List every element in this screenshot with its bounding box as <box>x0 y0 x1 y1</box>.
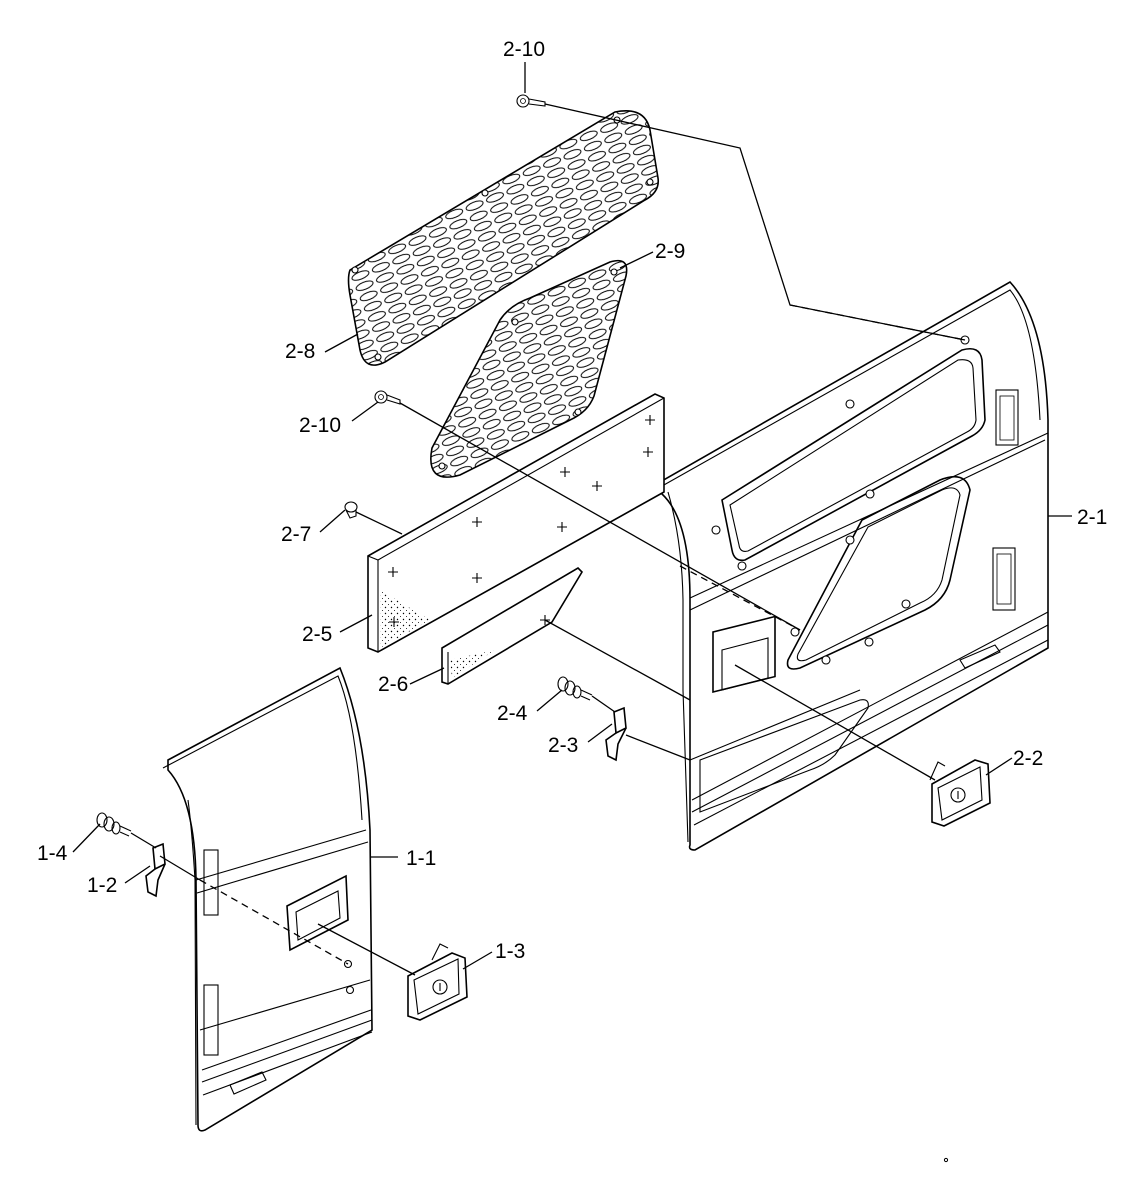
bolt-front <box>96 812 132 837</box>
callout-2-3: 2-3 <box>548 734 578 757</box>
bracket-rear <box>605 706 627 762</box>
callout-2-5: 2-5 <box>302 623 332 646</box>
door-handle-front <box>407 943 468 1021</box>
callout-2-6: 2-6 <box>378 673 408 696</box>
callout-1-3: 1-3 <box>495 940 525 963</box>
callout-1-4: 1-4 <box>37 842 68 865</box>
insulation-pad-small <box>441 566 584 685</box>
callout-labels: 2-10 2-9 2-8 2-10 2-7 2-5 2-6 2-4 2-3 2-… <box>37 38 1107 963</box>
insulation-pad-large <box>367 393 665 653</box>
bolt-rear <box>557 676 593 701</box>
vent-grille-large <box>347 110 660 366</box>
door-handle-rear <box>929 759 991 827</box>
callout-2-10-top: 2-10 <box>503 38 545 61</box>
callout-2-1: 2-1 <box>1077 506 1107 529</box>
assembly-lines <box>130 103 966 976</box>
callout-2-4: 2-4 <box>497 702 528 725</box>
stray-mark <box>943 1157 949 1163</box>
screw-top <box>516 94 546 108</box>
callout-leaders <box>72 62 1072 970</box>
callout-2-8: 2-8 <box>285 340 315 363</box>
bracket-front <box>145 842 166 898</box>
vent-grille-diagonal <box>430 259 628 478</box>
callout-2-2: 2-2 <box>1013 747 1043 770</box>
rear-door-panel <box>654 280 1049 851</box>
hinge-icon <box>992 389 1019 611</box>
callout-2-10-mid: 2-10 <box>299 414 341 437</box>
callout-2-9: 2-9 <box>655 240 685 263</box>
clip-icon <box>344 501 358 519</box>
callout-1-1: 1-1 <box>406 847 436 870</box>
front-door-panel <box>162 666 373 1132</box>
screw-mid <box>374 390 401 405</box>
callout-2-7: 2-7 <box>281 523 311 546</box>
callout-1-2: 1-2 <box>87 874 117 897</box>
